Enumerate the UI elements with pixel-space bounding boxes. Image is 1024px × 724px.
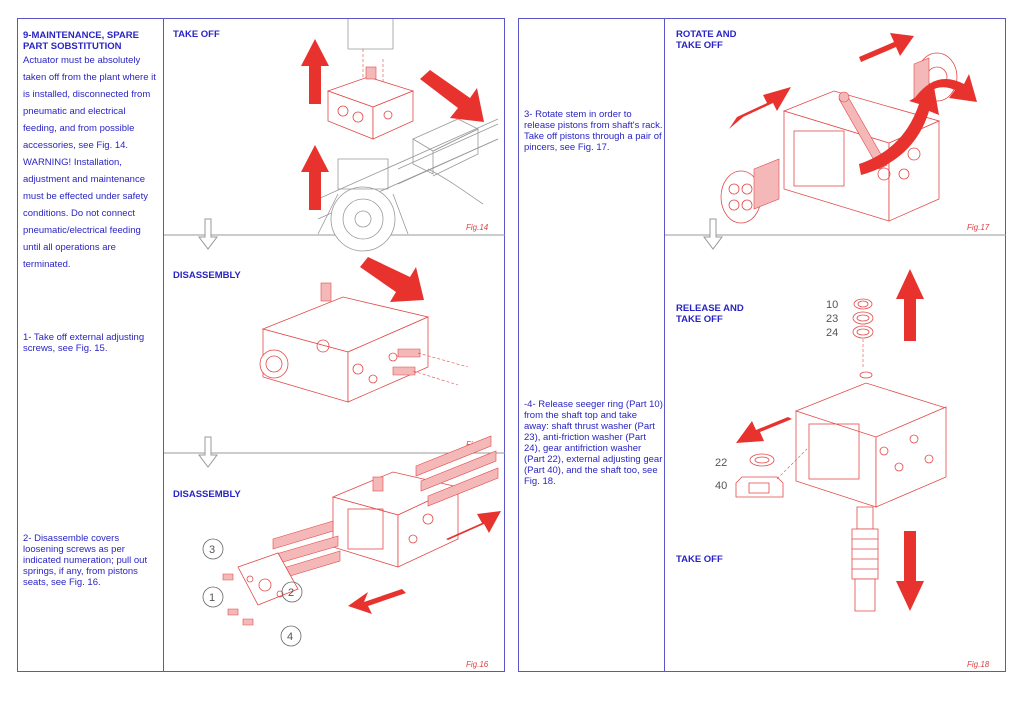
fig18-heading-release: RELEASE AND TAKE OFF	[676, 303, 744, 325]
fig15-drawing	[259, 257, 469, 403]
intro-line: conditions. Do not connect	[23, 208, 135, 219]
rotate-arrow-icon	[859, 87, 939, 175]
step-4-text: -4- Release seeger ring (Part 10) from t…	[524, 399, 663, 487]
up-arrow-icon	[301, 145, 329, 210]
intro-line: taken off from the plant where it	[23, 72, 156, 83]
part-number: 22	[715, 457, 727, 469]
fig18-drawing: 10 23 24 22 40	[715, 269, 948, 612]
fig17-drawing	[720, 33, 977, 224]
down-arrow-icon	[198, 436, 218, 468]
part-number: 40	[715, 480, 727, 492]
section-title: 9-MAINTENANCE, SPARE PART SOBSTITUTION	[23, 30, 139, 52]
up-arrow-icon	[896, 269, 924, 341]
left-page: 9-MAINTENANCE, SPARE PART SOBSTITUTION A…	[17, 18, 505, 672]
rotate-arrow-icon	[914, 74, 977, 102]
left-arrow-icon	[348, 589, 406, 614]
up-arrow-icon	[301, 39, 329, 104]
intro-line: adjustment and maintenance	[23, 174, 145, 185]
down-arrow-icon	[703, 218, 723, 250]
intro-line: Actuator must be absolutely	[23, 55, 141, 66]
intro-line: until all operations are	[23, 242, 116, 253]
fig15-heading: DISASSEMBLY	[173, 270, 241, 281]
fig17-heading: ROTATE AND TAKE OFF	[676, 29, 737, 51]
column-divider	[664, 19, 665, 671]
fig17-label: Fig.17	[967, 223, 990, 232]
part-number: 24	[826, 327, 838, 339]
right-arrow-icon	[446, 511, 501, 540]
right-arrow-icon	[360, 257, 424, 302]
fig18-label: Fig.18	[967, 660, 990, 669]
intro-line: WARNING! Installation,	[23, 157, 122, 168]
fig16-heading: DISASSEMBLY	[173, 489, 241, 500]
left-figures-drawing: 3 2 1 4	[164, 19, 505, 647]
down-arrow-icon	[896, 531, 924, 611]
fig14-label: Fig.14	[466, 223, 489, 232]
part-number: 23	[826, 313, 838, 325]
step-1-text: 1- Take off external adjusting screws, s…	[23, 332, 145, 354]
part-number: 10	[826, 299, 838, 311]
fig14-heading: TAKE OFF	[173, 29, 220, 40]
intro-line: accessories, see Fig. 14.	[23, 140, 129, 151]
right-figures-drawing: 10 23 24 22 40	[665, 33, 1006, 612]
fig14-drawing	[301, 19, 499, 252]
down-arrow-icon	[198, 218, 218, 250]
intro-line: terminated.	[23, 259, 71, 270]
intro-line: must be effected under safety	[23, 191, 148, 202]
callout-number: 4	[287, 631, 293, 643]
left-arrow-icon	[736, 417, 792, 443]
right-page: 3- Rotate stem in order to release pisto…	[518, 18, 1006, 672]
right-arrow-icon	[420, 70, 484, 122]
step-3-text: 3- Rotate stem in order to release pisto…	[524, 109, 663, 153]
fig16-label: Fig.16	[466, 660, 489, 669]
intro-text: Actuator must be absolutely taken off fr…	[23, 52, 163, 273]
column-divider	[163, 19, 164, 671]
right-arrow-icon	[859, 33, 914, 62]
left-arrow-icon	[729, 87, 791, 129]
callout-number: 2	[288, 587, 294, 599]
intro-line: pneumatic/electrical feeding	[23, 225, 141, 236]
step-2-text: 2- Disassemble covers loosening screws a…	[23, 533, 148, 588]
callout-number: 1	[209, 592, 215, 604]
callout-number: 3	[209, 544, 215, 556]
intro-line: is installed, disconnected from	[23, 89, 151, 100]
fig18-heading-take-off: TAKE OFF	[676, 554, 723, 565]
intro-line: feeding, and from possible	[23, 123, 135, 134]
intro-line: pneumatic and electrical	[23, 106, 126, 117]
fig16-drawing: 3 2 1 4	[202, 435, 501, 647]
